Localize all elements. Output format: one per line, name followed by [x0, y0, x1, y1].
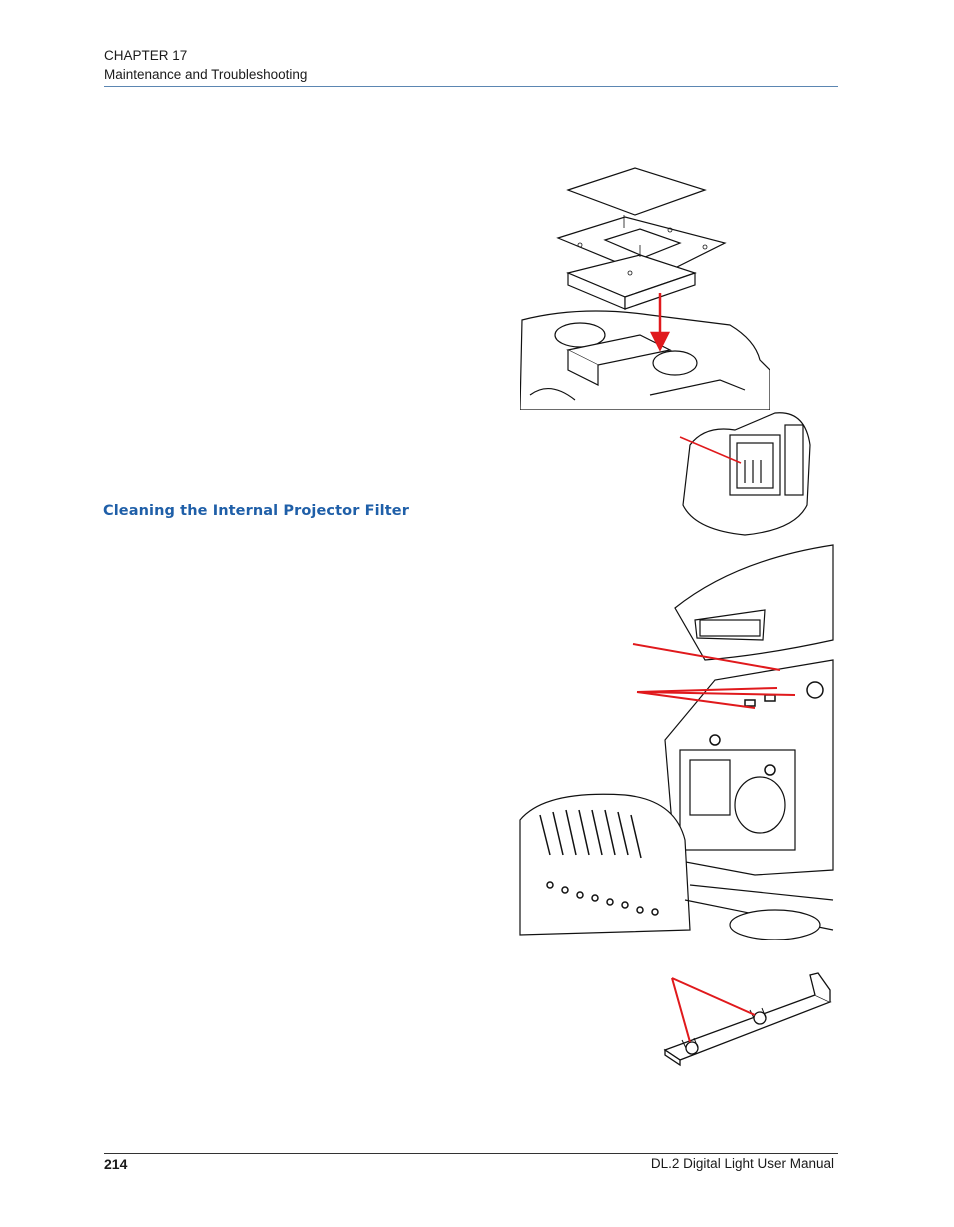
page-number: 214 — [104, 1156, 128, 1172]
chapter-subtitle: Maintenance and Troubleshooting — [104, 67, 308, 82]
filter-assembly-illustration — [520, 167, 770, 410]
projector-interior-illustration — [519, 544, 834, 940]
filter-access-panel-illustration — [679, 412, 811, 536]
footer-divider — [104, 1153, 838, 1154]
chapter-label: CHAPTER 17 — [104, 48, 188, 63]
section-heading: Cleaning the Internal Projector Filter — [103, 503, 409, 519]
header-divider — [104, 86, 838, 87]
manual-title: DL.2 Digital Light User Manual — [650, 1156, 834, 1171]
filter-bracket-illustration — [663, 972, 832, 1067]
page-header: CHAPTER 17 Maintenance and Troubleshooti… — [104, 46, 838, 84]
